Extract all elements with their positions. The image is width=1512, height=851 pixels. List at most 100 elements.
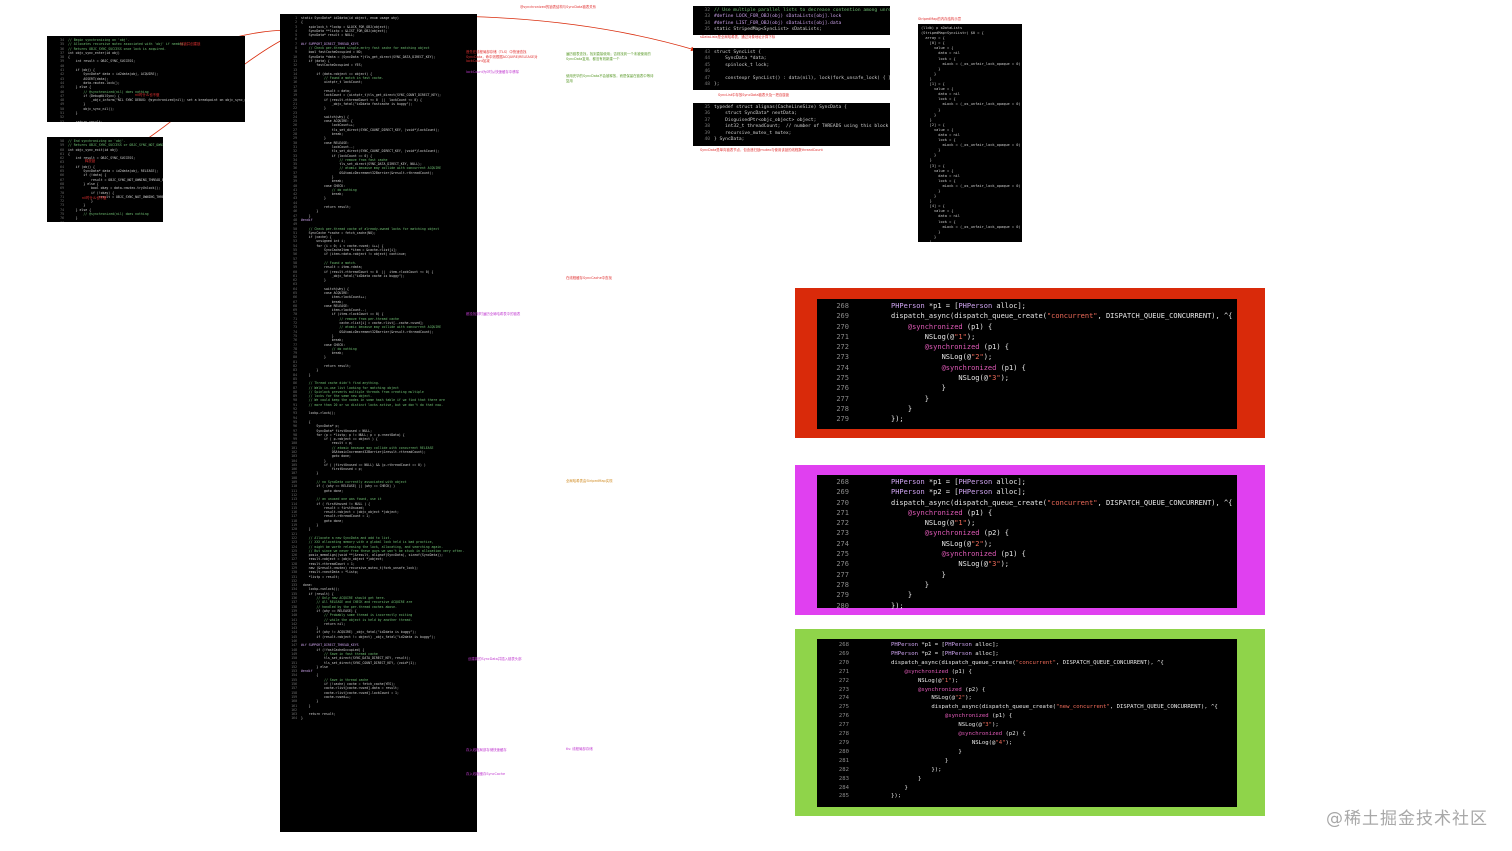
- line-number: 91: [293, 402, 297, 407]
- code-row: 274 NSLog(@"2");: [829, 539, 1237, 549]
- code-line: 49: [283, 222, 474, 226]
- line-number: 73: [293, 325, 297, 330]
- code-text: });: [891, 766, 942, 773]
- code-text: }: [301, 703, 311, 708]
- code-text: }: [921, 148, 941, 153]
- code-text: PHPerson *p2 = [PHPerson alloc];: [891, 488, 1026, 497]
- code-text: }: [301, 368, 319, 373]
- code-text: NSLog(@"1");: [891, 519, 976, 528]
- code-text: lockp->lock();: [301, 411, 336, 416]
- code-line: 68 } else {: [50, 182, 160, 186]
- note-syncdata: SyncData是单向链表节点，包含递归锁mutex与使用该锁的线程数threa…: [700, 148, 823, 152]
- code-line: 35// Allocates recursive mutex associate…: [50, 42, 242, 46]
- line-number: 37: [704, 117, 710, 123]
- code-text: }: [301, 278, 326, 283]
- code-text: }: [921, 153, 937, 158]
- code-text: OSAtomicIncrement32Barrier(&result->thre…: [301, 449, 426, 454]
- code-text: });: [891, 415, 904, 424]
- line-number: 140: [291, 613, 297, 618]
- code-text: @synchronized (p2) {: [958, 731, 1026, 738]
- code-row: 279 }: [829, 590, 1237, 600]
- code-line: 50 objc_sync_nil();: [50, 107, 242, 111]
- code-line: 143 }: [283, 626, 474, 630]
- code-line: 60 if (result->threadCount <= 0 || item-…: [283, 270, 474, 274]
- line-number: 71: [293, 316, 297, 321]
- code-line: 100 result = p;: [283, 441, 474, 445]
- code-text: int objc_sync_enter(id obj): [68, 50, 120, 55]
- code-line: 161 }: [283, 704, 474, 708]
- line-number: 25: [293, 119, 297, 124]
- note-fast-cache: 首先在线程局部存储（TLS）中快速查找SyncData，命中则根据ACQUIRE…: [466, 50, 538, 64]
- code-text: PHPerson *p2 = [PHPerson alloc];: [891, 650, 999, 657]
- line-number: 16: [293, 80, 297, 85]
- code-text: // atomic because may collide with concu…: [301, 445, 434, 450]
- code-text: // Walk in-use list looking for matching…: [301, 385, 399, 390]
- code-line: value = {: [921, 169, 1019, 174]
- line-number: 153: [291, 669, 297, 674]
- code-line: 98 for (p = *listp; p != NULL; p = p->ne…: [283, 433, 474, 437]
- line-number: 39: [60, 59, 64, 64]
- line-number: 277: [836, 570, 849, 579]
- line-number: 141: [291, 617, 297, 622]
- code-text: }: [921, 76, 932, 81]
- code-text: if (obj) {: [68, 68, 95, 73]
- code-text: }: [301, 523, 319, 528]
- line-number: 21: [293, 101, 297, 106]
- code-line: value = {: [921, 46, 1019, 51]
- line-number: 44: [60, 80, 64, 85]
- line-number: 158: [291, 690, 297, 695]
- code-text: if (why == RELEASE) {: [301, 608, 357, 613]
- line-number: 19: [293, 93, 297, 98]
- line-number: 26: [293, 123, 297, 128]
- line-number: 35: [60, 42, 64, 47]
- code-text: // @synchronized(nil) does nothing: [68, 89, 149, 94]
- code-text: if (item->data->object != object) contin…: [301, 252, 407, 257]
- line-number: 146: [291, 639, 297, 644]
- line-number: 46: [704, 69, 710, 75]
- code-line: 45 } else {: [50, 85, 242, 89]
- code-text: NSLog(@"3");: [891, 560, 1010, 569]
- code-line: 39 int result = OBJC_SYNC_SUCCESS;: [50, 59, 242, 63]
- code-line: 91 // more than 20 or so distinct locks …: [283, 403, 474, 407]
- code-text: if (cache) {: [301, 235, 332, 240]
- code-row: 276 NSLog(@"3");: [829, 559, 1237, 569]
- code-text: result->object = (objc_object *)object;: [301, 557, 384, 562]
- line-number: 269: [838, 650, 849, 657]
- line-number: 273: [836, 353, 849, 362]
- code-line: 38 int32_t threadCount; // number of THR…: [696, 124, 888, 130]
- line-number: 119: [291, 523, 297, 528]
- code-text: static StripedMap<SyncList> sDataLists;: [714, 27, 822, 33]
- code-text: case ACQUIRE:: [301, 291, 349, 295]
- line-number: 35: [293, 162, 297, 167]
- note-stripedmap: 全局哈希表由StripedMap实现: [566, 479, 613, 483]
- line-number: 161: [291, 703, 297, 708]
- code-row: 280 }: [829, 748, 1237, 757]
- line-number: 35: [704, 105, 710, 110]
- code-line: 146: [283, 639, 474, 643]
- code-text: constexpr SyncList() : data(nil), lock(f…: [714, 75, 890, 81]
- objc-sync-enter-panel: 34// Begin synchronizing on 'obj'.35// A…: [47, 36, 245, 122]
- line-number: 38: [60, 55, 64, 60]
- line-number: 276: [838, 713, 849, 720]
- line-number: 55: [293, 248, 297, 253]
- line-number: 38: [293, 174, 297, 179]
- code-line: 67 break;: [283, 300, 474, 304]
- code-text: lockp->unlock();: [301, 587, 340, 592]
- code-line: lock = {: [921, 57, 1019, 62]
- line-number: 118: [291, 518, 297, 523]
- code-text: SyncData* result = NULL;: [301, 33, 355, 38]
- line-number: 48: [293, 217, 297, 222]
- code-line: 44 data->mutex.lock();: [50, 81, 242, 85]
- line-number: 3: [295, 24, 297, 29]
- code-text: }: [921, 229, 941, 234]
- line-number: 63: [60, 160, 64, 165]
- code-line: 57: [283, 257, 474, 261]
- code-line: 41 if (obj) {: [50, 68, 242, 72]
- code-text: spinlock_t lock;: [714, 62, 770, 68]
- line-number: 277: [836, 394, 849, 403]
- code-line: 93 lockp->lock();: [283, 411, 474, 415]
- code-line: 40} SyncData;: [696, 137, 887, 143]
- code-line: 94: [283, 416, 474, 420]
- code-text: lock = {: [921, 97, 956, 102]
- code-line: 69 item->lockCount--;: [283, 308, 474, 312]
